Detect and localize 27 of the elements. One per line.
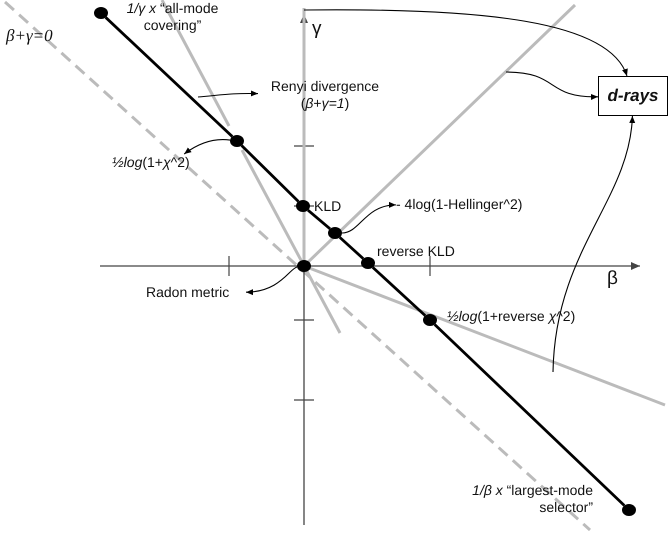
point-label: KLD bbox=[314, 198, 342, 215]
annotation-text: Radon metric bbox=[146, 284, 246, 301]
annotation-text: Renyi divergence (β+γ=1) bbox=[258, 78, 392, 112]
curved-arrow bbox=[506, 71, 598, 100]
curved-arrow bbox=[342, 202, 396, 234]
axis-label: γ bbox=[312, 20, 322, 37]
data-point bbox=[297, 260, 311, 272]
data-point bbox=[230, 135, 244, 147]
divergence-line bbox=[307, 209, 331, 230]
axis-label: β bbox=[607, 270, 618, 287]
curved-arrow bbox=[246, 266, 298, 295]
divergence-line bbox=[338, 236, 364, 260]
divergence-line bbox=[434, 323, 626, 507]
output-box: d-rays bbox=[598, 76, 668, 116]
point-label: 1/γ x “all-mode covering” bbox=[126, 0, 220, 34]
data-point bbox=[328, 227, 342, 239]
curved-arrow bbox=[184, 139, 230, 154]
annotation-text: ½log(1+χ^2) bbox=[112, 154, 234, 171]
point-label: reverse KLD bbox=[377, 243, 456, 260]
curved-arrow bbox=[304, 9, 628, 76]
annotation-text: - 4log(1-Hellinger^2) bbox=[396, 196, 566, 213]
divergence-line bbox=[240, 144, 300, 202]
equation-label: β+γ=0 bbox=[6, 27, 53, 44]
divergence-line bbox=[372, 266, 426, 317]
curved-arrow bbox=[552, 116, 635, 372]
point-label: 1/β x “largest-mode selector” bbox=[471, 482, 593, 516]
curved-arrow bbox=[198, 90, 258, 98]
